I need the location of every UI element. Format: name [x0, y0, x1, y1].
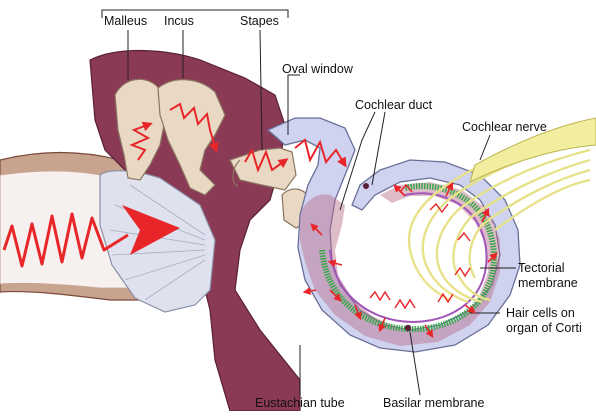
- label-tectorial-line1: Tectorial: [518, 261, 565, 275]
- cochlea-zigzags: [369, 183, 471, 310]
- label-hair-cells-line1: Hair cells on: [506, 306, 575, 320]
- tympanic-membrane: [99, 170, 216, 313]
- cochlea-fluid-arrows: [302, 181, 498, 339]
- sound-waves: [2, 212, 129, 268]
- cochlear-nerve-trunk: [469, 117, 596, 183]
- label-cochlear-nerve: Cochlear nerve: [462, 120, 547, 134]
- label-cochlear-duct: Cochlear duct: [355, 98, 433, 112]
- label-malleus: Malleus: [104, 14, 148, 28]
- basilar-membrane-spiral: [329, 192, 488, 323]
- incus-bone: [157, 79, 226, 196]
- label-tectorial-line2: membrane: [518, 276, 578, 290]
- label-eustachian-tube: Eustachian tube: [255, 396, 345, 410]
- incoming-sound-wave: [2, 212, 129, 268]
- label-hair-cells-line2: organ of Corti: [506, 321, 582, 335]
- label-incus: Incus: [164, 14, 194, 28]
- label-hair-cells: Hair cells on organ of Corti: [506, 306, 582, 336]
- ossicle-vibration-waves: [129, 102, 347, 173]
- label-oval-window: Oval window: [282, 62, 353, 76]
- cochlear-duct-channel: [300, 182, 500, 346]
- tectorial-membrane-spiral: [319, 183, 498, 333]
- label-leader-lines: [101, 9, 516, 396]
- hair-cell-nubs: [363, 183, 412, 332]
- label-tectorial-membrane: Tectorial membrane: [518, 261, 578, 291]
- label-basilar-membrane: Basilar membrane: [383, 396, 485, 410]
- label-stapes: Stapes: [240, 14, 279, 28]
- incoming-sound-arrowhead: [122, 205, 180, 255]
